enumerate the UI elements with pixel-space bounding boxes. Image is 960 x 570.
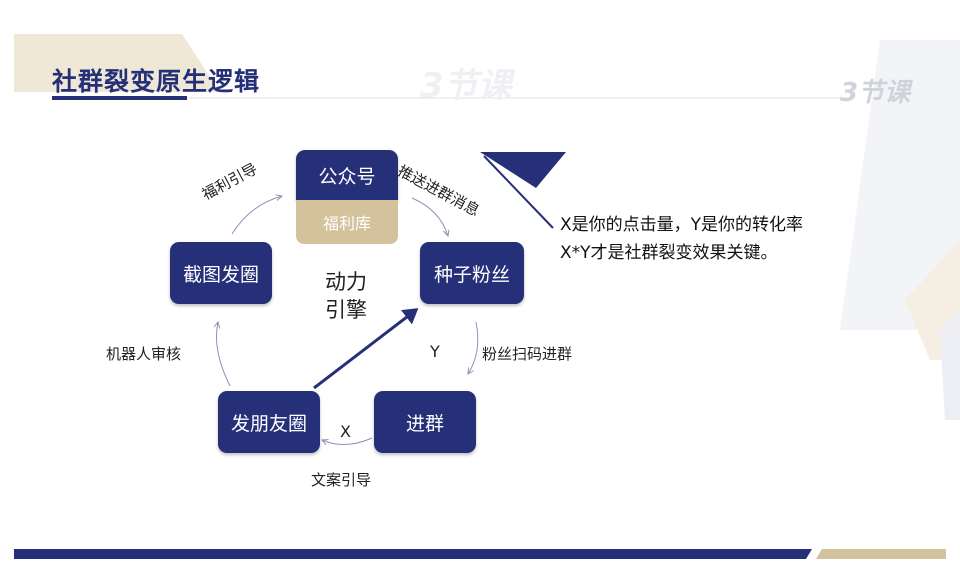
edge-gongzhonghao-to-zhongzi <box>411 197 448 236</box>
label-jiqiren-shenhe: 机器人审核 <box>106 345 182 363</box>
label-fensi-saoma-jinqun: 粉丝扫码进群 <box>482 345 573 363</box>
center-label: 动力 引擎 <box>316 268 376 324</box>
label-wenan-yindao: 文案引导 <box>311 471 372 489</box>
edge-pengyouquan-to-jietu <box>217 322 231 387</box>
label-x: X <box>340 422 351 441</box>
edge-pengyouquan-to-zhongzi-bold <box>313 308 419 390</box>
node-fa-pengyouquan: 发朋友圈 <box>218 391 320 453</box>
node-fuliku: 福利库 <box>296 200 398 244</box>
watermark-logo: 3节课 <box>420 66 512 106</box>
center-line-2: 引擎 <box>325 298 367 322</box>
note-line-2: X*Y才是社群裂变效果关键。 <box>560 243 778 263</box>
header-gold-shape <box>14 34 220 92</box>
page-title: 社群裂变原生逻辑 <box>52 67 261 96</box>
bottom-gold-bar <box>816 549 946 559</box>
triangle-line <box>483 155 554 229</box>
label-y: Y <box>430 342 440 361</box>
title-underline <box>52 96 187 100</box>
center-line-1: 动力 <box>325 270 367 294</box>
node-jinqun: 进群 <box>374 391 476 453</box>
node-jietu-faquan: 截图发圈 <box>170 242 272 304</box>
edge-zhongzi-to-jinqun <box>468 321 479 374</box>
bottom-navy-bar <box>14 549 812 559</box>
triangle-decoration <box>480 152 566 188</box>
right-decor-light <box>840 40 960 330</box>
note-line-1: X是你的点击量，Y是你的转化率 <box>560 215 804 235</box>
right-decor-navy <box>940 310 960 420</box>
brand-logo: 3节课 <box>840 78 911 108</box>
node-zhongzi-fensi: 种子粉丝 <box>420 242 524 304</box>
edge-jinqun-to-pengyouquan <box>322 437 373 445</box>
edge-jietu-to-gongzhonghao <box>231 196 282 235</box>
node-gongzhonghao: 公众号 <box>296 150 398 200</box>
